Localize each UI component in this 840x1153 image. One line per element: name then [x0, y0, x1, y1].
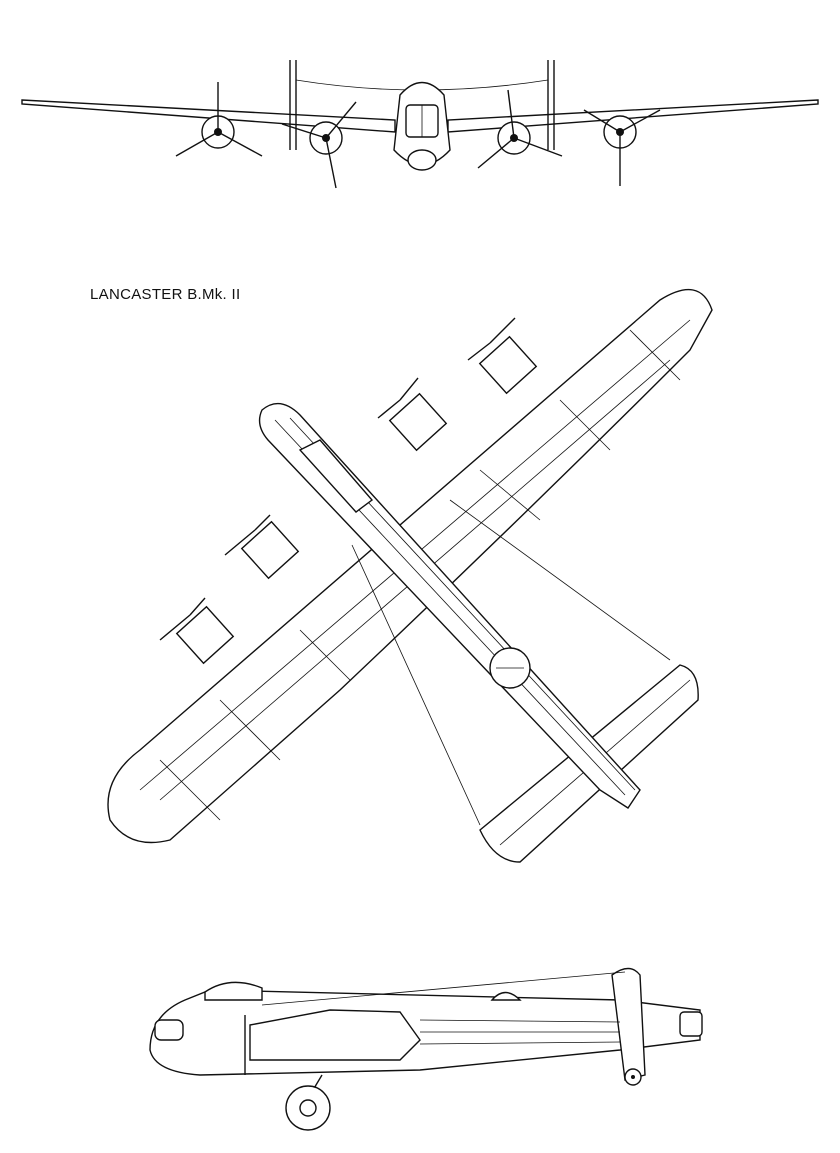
- front-engine-inner-left: [281, 101, 357, 189]
- plan-engine-inner-left: [224, 514, 300, 580]
- side-canopy: [204, 981, 263, 1001]
- plan-view: [107, 288, 713, 863]
- side-fin: [611, 967, 646, 1081]
- front-view: [21, 60, 819, 189]
- plan-engine-outer-left: [159, 597, 235, 665]
- front-engine-outer-right: [583, 109, 661, 186]
- side-nose-turret: [154, 1019, 184, 1041]
- plan-engine-outer-right: [467, 317, 538, 395]
- front-left-wing: [21, 99, 396, 133]
- front-engine-inner-right: [477, 89, 563, 169]
- side-mid-turret: [490, 991, 522, 1001]
- plan-canopy: [298, 439, 374, 513]
- side-view: [149, 967, 703, 1131]
- drawing-title: LANCASTER B.Mk. II: [90, 286, 241, 303]
- plan-engine-inner-right: [377, 377, 448, 452]
- front-engine-outer-left: [175, 82, 263, 157]
- side-rear-turret: [679, 1011, 703, 1037]
- side-nacelle: [249, 1009, 421, 1061]
